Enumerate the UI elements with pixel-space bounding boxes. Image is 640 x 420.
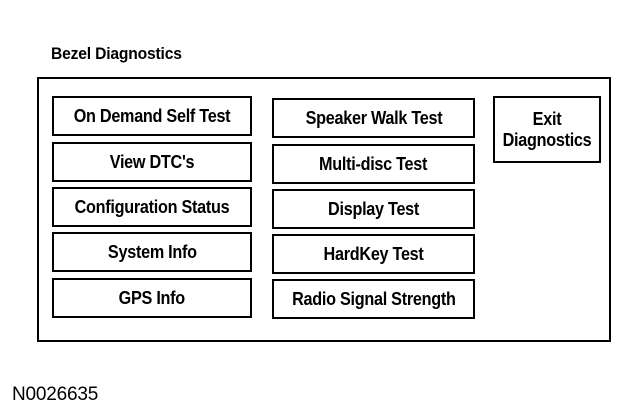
- gps-info-button[interactable]: GPS Info: [52, 278, 252, 318]
- exit-diagnostics-button[interactable]: Exit Diagnostics: [493, 96, 601, 163]
- system-info-label: System Info: [107, 241, 197, 262]
- display-test-button[interactable]: Display Test: [272, 189, 475, 229]
- hardkey-test-button[interactable]: HardKey Test: [272, 234, 475, 274]
- radio-signal-strength-label: Radio Signal Strength: [291, 288, 456, 309]
- configuration-status-label: Configuration Status: [74, 196, 230, 217]
- system-info-button[interactable]: System Info: [52, 232, 252, 272]
- screen-title: Bezel Diagnostics: [51, 44, 182, 63]
- exit-diagnostics-label: Exit Diagnostics: [502, 108, 592, 150]
- radio-signal-strength-button[interactable]: Radio Signal Strength: [272, 279, 475, 319]
- display-test-label: Display Test: [327, 198, 419, 219]
- multi-disc-test-label: Multi-disc Test: [319, 153, 428, 174]
- speaker-walk-test-label: Speaker Walk Test: [305, 107, 442, 128]
- hardkey-test-label: HardKey Test: [323, 243, 424, 264]
- diagnostics-menu-panel: [37, 77, 611, 342]
- on-demand-self-test-label: On Demand Self Test: [73, 105, 231, 126]
- view-dtcs-button[interactable]: View DTC's: [52, 142, 252, 182]
- speaker-walk-test-button[interactable]: Speaker Walk Test: [272, 98, 475, 138]
- figure-code: N0026635: [12, 384, 99, 405]
- on-demand-self-test-button[interactable]: On Demand Self Test: [52, 96, 252, 136]
- view-dtcs-label: View DTC's: [109, 151, 195, 172]
- configuration-status-button[interactable]: Configuration Status: [52, 187, 252, 227]
- multi-disc-test-button[interactable]: Multi-disc Test: [272, 144, 475, 184]
- gps-info-label: GPS Info: [118, 287, 186, 308]
